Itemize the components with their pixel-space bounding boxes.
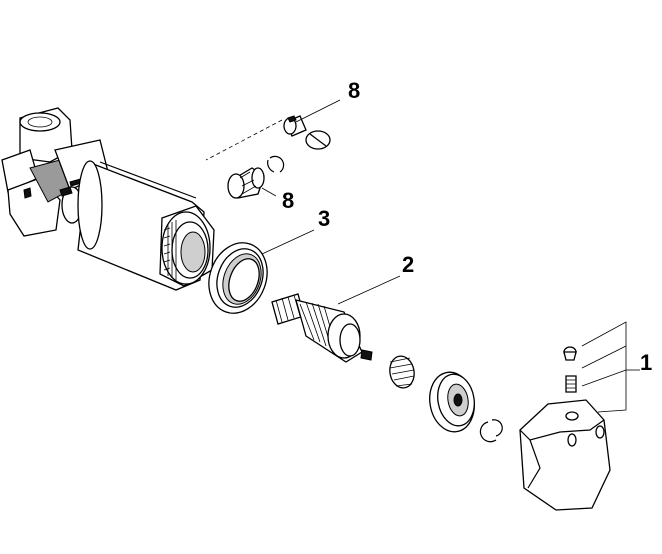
- callout-2: 2: [402, 252, 414, 277]
- spindle-nut: [429, 371, 475, 433]
- callout-8-top: 8: [348, 78, 360, 103]
- valve-body: [1, 107, 215, 291]
- part-2-cartridge: [271, 293, 373, 363]
- part-3-ring: [208, 242, 268, 314]
- callout-8-mid: 8: [282, 188, 294, 213]
- leader-lines: [205, 99, 640, 413]
- part-1-handle: [519, 346, 611, 511]
- circlip: [479, 419, 503, 443]
- spring: [389, 355, 415, 389]
- callout-3: 3: [318, 206, 330, 231]
- part-8-sleeve: [227, 155, 285, 199]
- callout-1: 1: [640, 350, 652, 375]
- part-8-screw-plug: [283, 115, 331, 150]
